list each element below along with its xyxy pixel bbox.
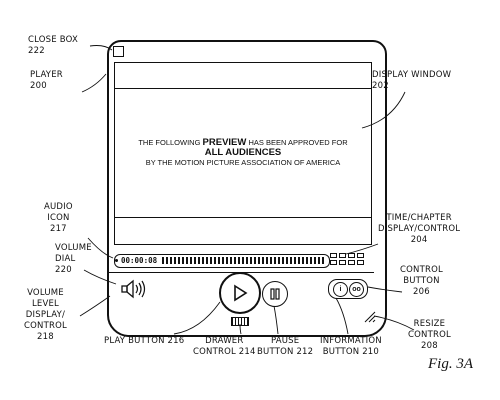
label-play-button: PLAY BUTTON 216	[104, 336, 185, 346]
chapter-cell[interactable]	[339, 253, 346, 258]
chapter-cell[interactable]	[348, 253, 355, 258]
scrub-track[interactable]	[162, 257, 324, 264]
chapter-cell[interactable]	[348, 260, 355, 265]
information-button[interactable]: i	[333, 282, 348, 297]
rating-line2: ALL AUDIENCES	[204, 147, 282, 158]
chapter-cell[interactable]	[357, 253, 364, 258]
close-box-button[interactable]	[113, 46, 124, 57]
display-divider	[115, 217, 371, 218]
label-display-window: DISPLAY WINDOW 202	[372, 70, 452, 91]
glasses-button[interactable]: oo	[349, 282, 364, 297]
chapter-cell[interactable]	[330, 260, 337, 265]
timecode-display: 00:00:08	[121, 256, 158, 265]
play-icon	[234, 284, 248, 302]
speaker-icon[interactable]	[117, 279, 149, 299]
label-resize-control: RESIZE CONTROL 208	[408, 319, 451, 351]
time-indicator-dot	[115, 259, 118, 262]
display-window: THE FOLLOWING PREVIEW HAS BEEN APPROVED …	[114, 62, 372, 245]
label-audio-icon: AUDIO ICON 217	[44, 202, 73, 234]
rating-line3: BY THE MOTION PICTURE ASSOCIATION OF AME…	[145, 158, 341, 167]
information-button-group: i oo	[328, 279, 368, 299]
display-divider	[115, 88, 371, 89]
label-pause-button: PAUSE BUTTON 212	[257, 336, 314, 357]
label-drawer-control: DRAWER CONTROL 214	[193, 336, 256, 357]
label-information-button: INFORMATION BUTTON 210	[320, 336, 382, 357]
drawer-control[interactable]	[231, 317, 249, 326]
chapter-grid[interactable]	[330, 253, 364, 265]
pause-button[interactable]	[262, 281, 288, 307]
label-volume-level: VOLUME LEVEL DISPLAY/ CONTROL 218	[24, 288, 67, 342]
leader-volume-level	[79, 295, 111, 317]
rating-line1-bold: PREVIEW	[202, 137, 247, 148]
rating-line1-pre: THE FOLLOWING	[138, 138, 201, 147]
chapter-cell[interactable]	[339, 260, 346, 265]
chapter-cell[interactable]	[357, 260, 364, 265]
label-volume-dial: VOLUME DIAL 220	[55, 243, 92, 275]
label-control-button: CONTROL BUTTON 206	[400, 265, 443, 297]
label-time-chapter: TIME/CHAPTER DISPLAY/CONTROL 204	[378, 213, 461, 245]
rating-message: THE FOLLOWING PREVIEW HAS BEEN APPROVED …	[115, 138, 371, 168]
rating-line1-post: HAS BEEN APPROVED FOR	[248, 138, 348, 147]
label-close-box: CLOSE BOX 222	[28, 35, 78, 56]
resize-icon[interactable]	[364, 311, 376, 323]
figure-label: Fig. 3A	[428, 356, 473, 372]
time-bar	[114, 254, 330, 268]
pause-icon	[270, 288, 280, 300]
label-player: PLAYER 200	[30, 70, 63, 91]
chapter-cell[interactable]	[330, 253, 337, 258]
leader-player	[81, 73, 107, 93]
play-button[interactable]	[219, 272, 261, 314]
